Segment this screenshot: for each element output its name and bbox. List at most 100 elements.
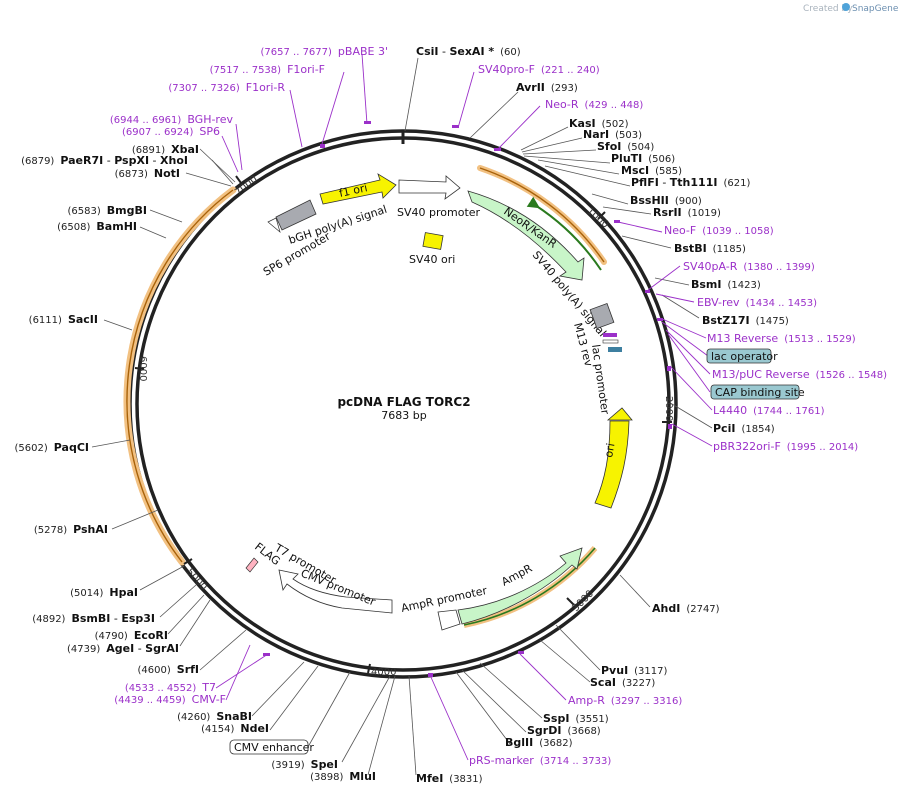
primer-l4440: L4440(1744 .. 1761) xyxy=(713,404,825,417)
sv40-polya-box xyxy=(589,303,615,329)
orf-arc-left-line xyxy=(126,189,234,563)
primer-pbr322ori-f: pBR322ori-F(1995 .. 2014) xyxy=(713,440,858,453)
leader-xbai xyxy=(199,148,236,183)
leader-ahdi xyxy=(619,574,651,608)
primer-m13-puc-reverse: M13/pUC Reverse(1526 .. 1548) xyxy=(712,368,887,381)
enzyme-nari: NarI(503) xyxy=(583,128,642,141)
enzyme-pvui: PvuI(3117) xyxy=(601,664,668,677)
leader-scai xyxy=(539,639,591,683)
tick-4000 xyxy=(367,663,371,674)
enzyme-pshai: (5278)PshAI xyxy=(34,523,108,536)
cmv-enhancer-box xyxy=(229,739,309,755)
credit-prefix: Created by xyxy=(803,4,853,14)
snapgene-logo-icon xyxy=(842,3,850,11)
leader-bstz17i xyxy=(661,294,700,319)
orf-arc-amp-line xyxy=(463,547,596,626)
leader-pluti xyxy=(523,155,611,164)
cmv-promoter-arrow xyxy=(278,569,393,614)
lac-operator-label: lac operator xyxy=(711,350,778,363)
primer-sv40pa-r: SV40pA-R(1380 .. 1399) xyxy=(683,260,815,273)
leader-cmv-f xyxy=(225,644,251,701)
tick-1000 xyxy=(597,211,606,220)
leader-msci xyxy=(537,159,620,175)
primer-bgh-rev: (6944 .. 6961)BGH-rev xyxy=(110,113,234,126)
primer-m13-reverse: M13 Reverse(1513 .. 1529) xyxy=(707,332,856,345)
enzyme-sfoi: SfoI(504) xyxy=(597,140,654,153)
leader-mfei xyxy=(408,675,417,776)
leader-t7 xyxy=(215,653,269,689)
primer-amp-r: Amp-R(3297 .. 3316) xyxy=(568,694,682,707)
leader-lac-operator xyxy=(661,321,709,357)
leader-bsshii xyxy=(591,193,629,205)
leader-agei xyxy=(179,599,211,647)
leader-kasi xyxy=(520,126,569,151)
enzyme-csii: CsiI - SexAI *(60) xyxy=(416,45,521,58)
flag-tag-box xyxy=(245,557,259,573)
cap-site-box xyxy=(608,347,622,352)
primer-leader-lines xyxy=(215,53,713,761)
enzyme-bsmbi: (4892)BsmBI - Esp3I xyxy=(32,612,155,625)
leader-f1ori-r xyxy=(289,89,303,148)
enzyme-pcii: PciI(1854) xyxy=(713,422,775,435)
leader-bamhi xyxy=(139,226,167,239)
enzyme-bamhi: (6508)BamHI xyxy=(57,220,137,233)
enzyme-rsrii: RsrII(1019) xyxy=(653,206,721,219)
leader-sgrdi xyxy=(461,669,527,733)
primer-cmv-f: (4439 .. 4459)CMV-F xyxy=(114,693,226,706)
leader-mlui xyxy=(367,675,396,776)
enzyme-ahdi: AhdI(2747) xyxy=(652,602,720,615)
tick-5000 xyxy=(183,558,193,565)
mark-sv40pro-f xyxy=(452,125,459,128)
enzyme-scai: ScaI(3227) xyxy=(590,676,655,689)
snapgene-credit: Created by SnapGene xyxy=(803,3,899,14)
leader-ecori xyxy=(167,594,205,635)
leader-csii xyxy=(404,57,419,132)
leader-hpai xyxy=(139,565,185,591)
enzyme-srfi: (4600)SrfI xyxy=(138,663,200,676)
leader-neo-r xyxy=(496,105,541,151)
enzyme-msci: MscI(585) xyxy=(621,164,682,177)
sv40-promoter-arrow xyxy=(398,175,461,200)
primer-neo-r: Neo-R(429 .. 448) xyxy=(545,98,643,111)
enzyme-paer7i: (6879)PaeR7I - PspXI - XhoI xyxy=(21,154,188,167)
leader-pcii xyxy=(671,403,713,429)
enzyme-sacii: (6111)SacII xyxy=(29,313,98,326)
tick-7000 xyxy=(235,175,242,184)
ori-arrow xyxy=(594,407,633,509)
enzyme-bstz17i: BstZ17I(1475) xyxy=(702,314,789,327)
leader-pbabe xyxy=(361,53,368,125)
lac-promoter-label: lac promoter xyxy=(589,344,612,416)
primer-marks xyxy=(263,121,672,677)
leader-pflfi xyxy=(544,165,631,187)
leader-bmgbi xyxy=(149,209,183,223)
cap-site-label: CAP binding site xyxy=(715,386,805,399)
mark-t7 xyxy=(263,653,270,656)
mark-prs-marker xyxy=(428,673,433,677)
primer-sp6: (6907 .. 6924)SP6 xyxy=(122,125,220,138)
leader-nari xyxy=(521,137,583,153)
leader-pshai xyxy=(111,509,159,530)
enzyme-bmgbi: (6583)BmgBI xyxy=(68,204,147,217)
leader-snabi xyxy=(251,661,305,717)
mark-m13-reverse xyxy=(657,318,663,321)
sv40-ori-box xyxy=(422,232,444,250)
enzyme-ndei: (4154)NdeI xyxy=(201,722,269,735)
leader-m13-reverse xyxy=(659,317,707,339)
leader-noti xyxy=(185,172,232,187)
leader-rsrii xyxy=(602,206,652,215)
enzyme-bglii: BglII(3682) xyxy=(505,736,573,749)
mark-amp-r xyxy=(518,651,524,654)
leader-ebv-rev xyxy=(655,293,695,303)
leader-sacii xyxy=(103,319,133,331)
mark-l4440 xyxy=(667,366,671,371)
bgh-polya-box xyxy=(275,199,317,231)
enzyme-snabi: (4260)SnaBI xyxy=(177,710,252,723)
enzyme-ecori: (4790)EcoRI xyxy=(95,629,168,642)
plasmid-length: 7683 bp xyxy=(381,409,426,422)
credit-brand: SnapGene xyxy=(852,4,899,14)
cap-site-tag: CAP binding site xyxy=(710,384,805,400)
enzyme-agei: (4739)AgeI - SgrAI xyxy=(67,642,179,655)
leader-neo-f xyxy=(617,221,663,233)
primer-f1ori-r: (7307 .. 7326)F1ori-R xyxy=(168,81,285,94)
